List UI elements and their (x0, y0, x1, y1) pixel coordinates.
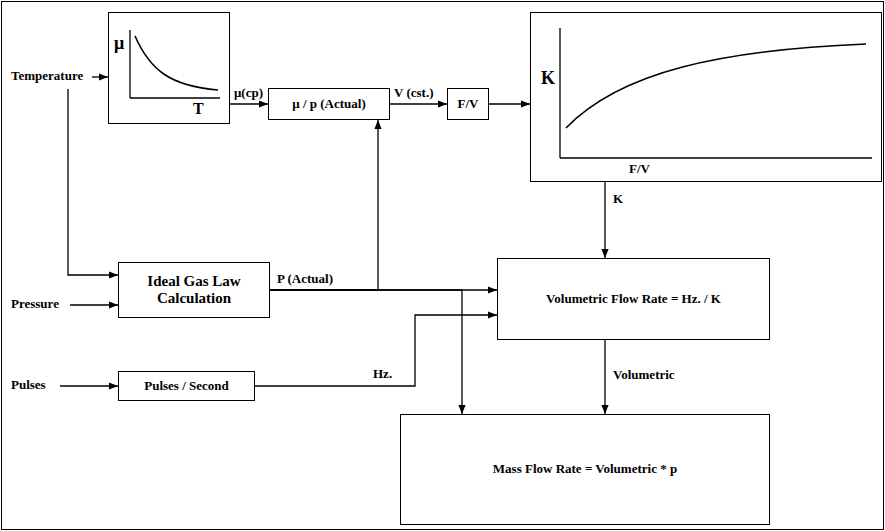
input-label: Pressure (10, 297, 60, 312)
k-factor-curve (560, 28, 872, 158)
node-text: Pulses / Second (144, 379, 229, 394)
process-box: Ideal Gas Law Calculation (118, 262, 270, 318)
node-text: F/V (458, 97, 479, 112)
k-factor-chart: K F/V (530, 12, 882, 182)
axis-label: F/V (629, 162, 650, 177)
node-text: Ideal Gas Law Calculation (127, 273, 261, 308)
process-box: F/V (447, 88, 489, 120)
node-text: μ / p (Actual) (292, 97, 365, 112)
axis-label: μ (114, 33, 124, 54)
signal-label: V (cst.) (393, 86, 434, 101)
input-label: Temperature (10, 69, 84, 84)
viscosity-chart: μT (108, 12, 230, 124)
viscosity-curve (130, 30, 220, 98)
axis-label: K (541, 68, 555, 89)
node-text: Mass Flow Rate = Volumetric * p (493, 462, 677, 477)
signal-arrow (604, 182, 605, 258)
process-box: Mass Flow Rate = Volumetric * p (400, 414, 770, 525)
process-box: Pulses / Second (118, 371, 255, 401)
signal-arrow (604, 340, 605, 414)
signal-label: Hz. (372, 367, 393, 382)
process-box: Volumetric Flow Rate = Hz. / K (497, 258, 770, 340)
axis-label: T (193, 100, 204, 118)
signal-arrow (489, 103, 530, 104)
node-text: Volumetric Flow Rate = Hz. / K (546, 292, 721, 307)
signal-label: K (612, 192, 624, 207)
signal-arrow (270, 120, 378, 290)
input-label: Pulses (10, 378, 47, 393)
signal-label: P (Actual) (276, 272, 334, 287)
signal-arrow (390, 103, 447, 104)
signal-arrow (230, 103, 268, 104)
signal-arrow (270, 290, 462, 414)
signal-label: Volumetric (612, 368, 676, 383)
signal-label: μ(cp) (233, 86, 264, 101)
process-box: μ / p (Actual) (268, 88, 390, 120)
signal-arrow (255, 315, 497, 386)
